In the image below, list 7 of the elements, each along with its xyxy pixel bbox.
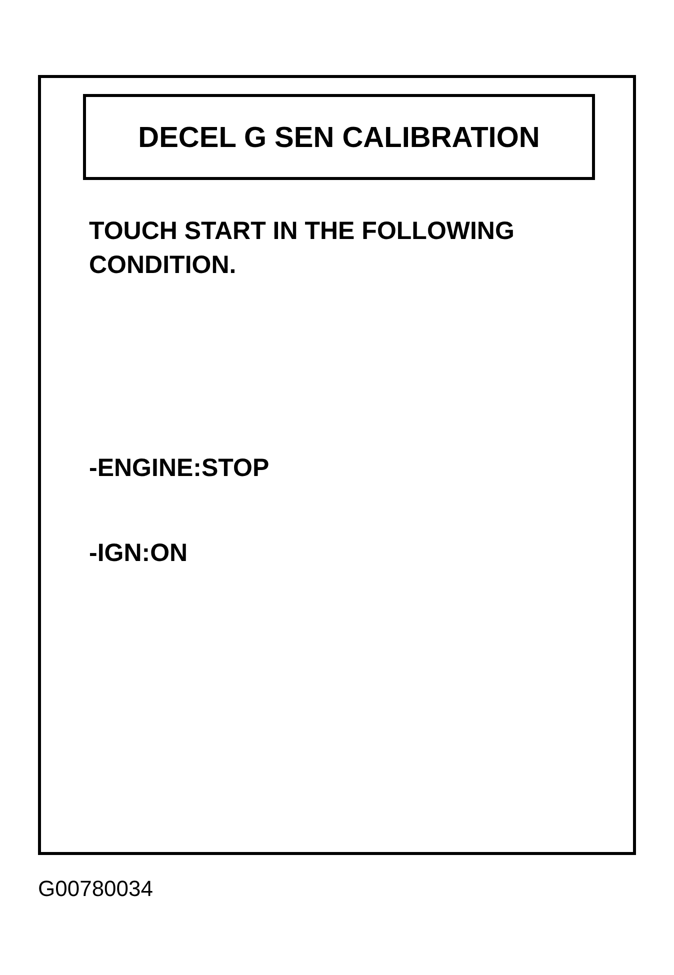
instruction-text: TOUCH START IN THE FOLLOWING CONDITION. xyxy=(89,216,516,281)
condition-text: -ENGINE:STOP xyxy=(89,453,270,484)
figure-code: G00780034 xyxy=(38,876,153,902)
title-box xyxy=(83,94,595,180)
condition-text: -IGN:ON xyxy=(89,538,189,569)
screen-frame xyxy=(38,75,636,855)
screen-title: DECEL G SEN CALIBRATION xyxy=(137,121,541,155)
